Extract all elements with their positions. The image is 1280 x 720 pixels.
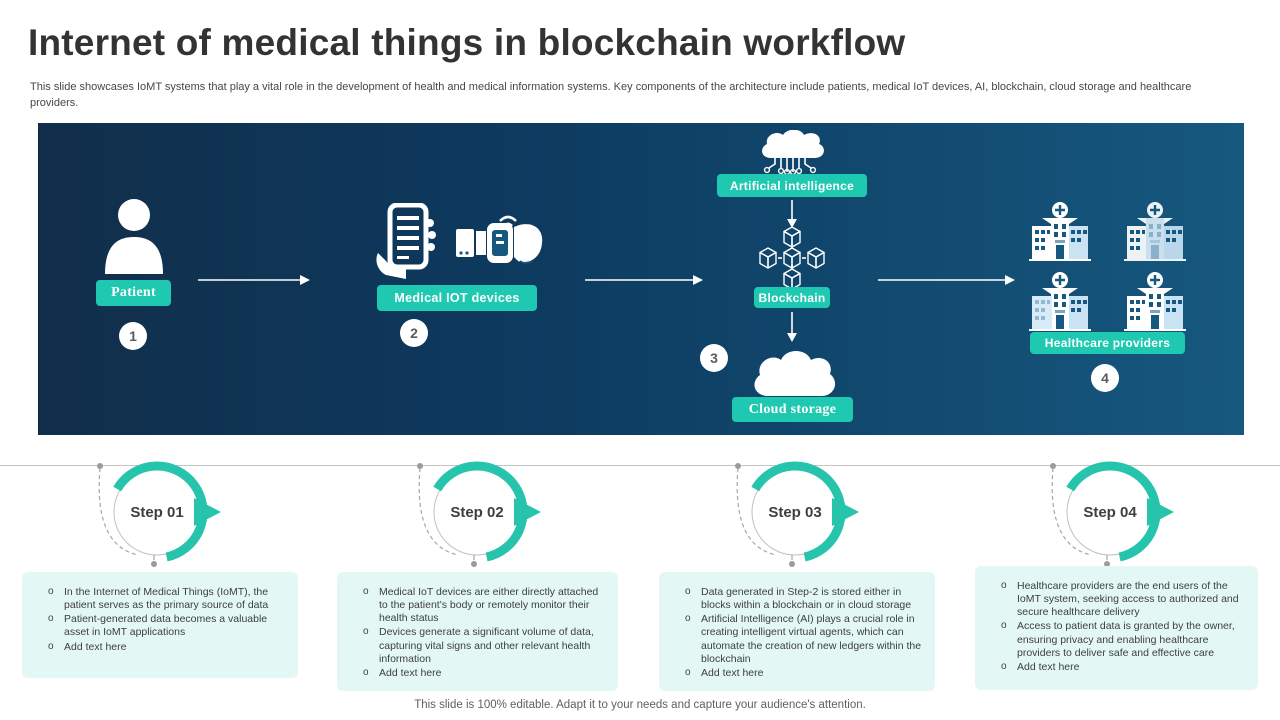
step-label: Step 04	[1083, 504, 1137, 521]
bullet-item: Add text here	[48, 641, 286, 654]
phone-in-hand-icon	[376, 203, 436, 279]
arrow-blockchain-to-providers-icon	[878, 275, 1015, 285]
step-marker-1: Step 01	[97, 461, 221, 567]
patient-icon	[105, 199, 163, 274]
step-4-notes: Healthcare providers are the end users o…	[975, 566, 1258, 690]
step-marker-4: Step 04	[1050, 461, 1174, 567]
arrow-patient-to-devices-icon	[198, 275, 310, 285]
arrow-ai-to-blockchain-icon	[787, 200, 797, 228]
hospital-icon	[1123, 200, 1187, 262]
step-label: Step 02	[450, 504, 503, 521]
artificial-intelligence-label: Artificial intelligence	[717, 174, 867, 197]
blockchain-number-badge: 3	[700, 344, 728, 372]
hospital-icon	[1028, 200, 1092, 262]
bullet-item: Add text here	[685, 667, 923, 680]
patient-label: Patient	[96, 280, 171, 306]
step-marker-3: Step 03	[735, 461, 859, 567]
bullet-item: Healthcare providers are the end users o…	[1001, 580, 1246, 619]
bullet-item: In the Internet of Medical Things (IoMT)…	[48, 586, 286, 612]
step-label: Step 03	[768, 504, 821, 521]
bullet-item: Medical IoT devices are either directly …	[363, 586, 606, 625]
bullet-item: Access to patient data is granted by the…	[1001, 620, 1246, 659]
bullet-item: Add text here	[363, 667, 606, 680]
step-label: Step 01	[130, 504, 183, 521]
arrow-blockchain-to-cloud-icon	[787, 312, 797, 342]
footer-note: This slide is 100% editable. Adapt it to…	[414, 699, 866, 711]
step-3-notes: Data generated in Step-2 is stored eithe…	[659, 572, 935, 691]
workflow-banner: Patient 1 Medical IOT devices 2	[38, 123, 1244, 435]
page-title: Internet of medical things in blockchain…	[28, 22, 906, 63]
timeline-divider	[0, 465, 1280, 466]
bullet-item: Patient-generated data becomes a valuabl…	[48, 613, 286, 639]
patient-number-badge: 1	[119, 322, 147, 350]
bullet-item: Add text here	[1001, 661, 1246, 674]
blockchain-icon	[759, 227, 825, 289]
step-marker-2: Step 02	[417, 461, 541, 567]
hospital-icon	[1028, 270, 1092, 332]
bullet-item: Data generated in Step-2 is stored eithe…	[685, 586, 923, 612]
cloud-storage-label: Cloud storage	[732, 397, 853, 422]
devices-number-badge: 2	[400, 319, 428, 347]
bullet-item: Devices generate a significant volume of…	[363, 626, 606, 665]
step-1-notes: In the Internet of Medical Things (IoMT)…	[22, 572, 298, 678]
cloud-storage-icon	[754, 351, 836, 396]
step-2-notes: Medical IoT devices are either directly …	[337, 572, 618, 691]
page-subtitle: This slide showcases IoMT systems that p…	[30, 81, 1192, 109]
arrow-devices-to-blockchain-icon	[585, 275, 703, 285]
artificial-intelligence-icon	[762, 130, 824, 176]
hospital-icon	[1123, 270, 1187, 332]
providers-number-badge: 4	[1091, 364, 1119, 392]
bullet-item: Artificial Intelligence (AI) plays a cru…	[685, 613, 923, 666]
smartwatch-icon	[456, 215, 543, 264]
healthcare-providers-label: Healthcare providers	[1030, 332, 1185, 354]
medical-iot-devices-label: Medical IOT devices	[377, 285, 537, 311]
blockchain-label: Blockchain	[754, 287, 830, 308]
